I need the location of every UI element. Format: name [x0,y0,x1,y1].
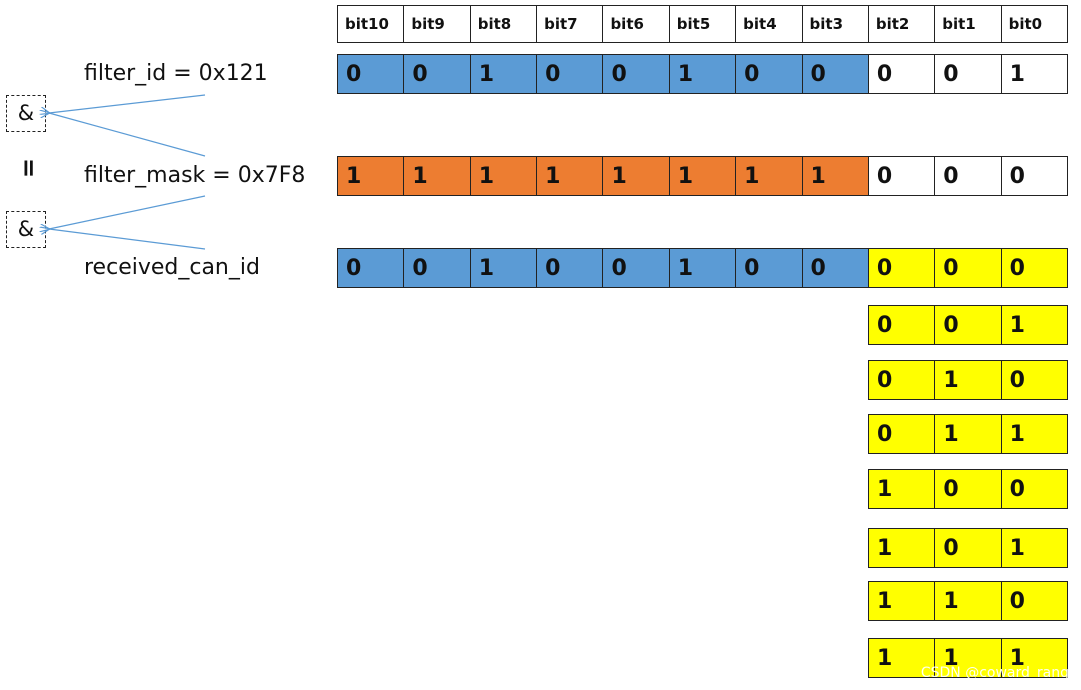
filter-mask-label: filter_mask = 0x7F8 [84,163,306,188]
arrow-received-id [49,229,206,250]
header-bit7: bit7 [536,5,604,43]
combo-bit1: 0 [934,305,1002,345]
received-bit2: 0 [867,248,936,288]
arrow-filter-mask-top [49,113,206,157]
combo-row: 1 0 0 [867,469,1069,509]
header-bit3: bit3 [801,5,869,43]
combo-bit1: 1 [934,581,1002,621]
combo-bit0: 0 [1000,581,1069,621]
received-bit0: 0 [1000,248,1069,288]
combo-bit2: 1 [867,638,936,678]
combo-bit2: 0 [867,305,936,345]
filter-id-label: filter_id = 0x121 [84,61,268,86]
filter-id-bit1: 0 [934,54,1002,94]
header-bit1: bit1 [934,5,1002,43]
combo-bit0: 0 [1000,469,1069,509]
received-bit7: 0 [536,248,604,288]
filter-mask-bit3: 1 [801,156,869,196]
filter-mask-bit4: 1 [735,156,803,196]
received-can-id-bits: 0 0 1 0 0 1 0 0 0 0 0 [336,248,1069,288]
header-bit2: bit2 [867,5,936,43]
arrow-filter-id [49,94,206,113]
combo-row: 1 1 0 [867,581,1069,621]
filter-mask-bit10: 1 [336,156,405,196]
filter-id-bit5: 1 [668,54,737,94]
filter-id-bit0: 1 [1000,54,1069,94]
combo-bit0: 1 [1000,638,1069,678]
and-operator-bottom: & [6,211,46,248]
combo-row: 1 1 1 [867,638,1069,678]
received-bit10: 0 [336,248,405,288]
received-bit1: 0 [934,248,1002,288]
filter-mask-bit7: 1 [536,156,604,196]
combo-bit2: 1 [867,528,936,568]
filter-mask-bit2: 0 [867,156,936,196]
combo-row: 0 1 0 [867,360,1069,400]
received-bit3: 0 [801,248,869,288]
received-bit9: 0 [403,248,471,288]
header-bit9: bit9 [403,5,471,43]
filter-mask-bit6: 1 [602,156,670,196]
filter-id-bit3: 0 [801,54,869,94]
filter-mask-bit1: 0 [934,156,1002,196]
filter-mask-bit8: 1 [469,156,538,196]
combo-bit1: 1 [934,638,1002,678]
filter-id-bit7: 0 [536,54,604,94]
filter-mask-bits: 1 1 1 1 1 1 1 1 0 0 0 [336,156,1069,196]
filter-id-bit8: 1 [469,54,538,94]
received-bit4: 0 [735,248,803,288]
combo-bit0: 1 [1000,528,1069,568]
combo-bit2: 1 [867,581,936,621]
filter-id-bit6: 0 [602,54,670,94]
combo-bit0: 1 [1000,305,1069,345]
combo-bit1: 0 [934,469,1002,509]
combo-bit2: 0 [867,360,936,400]
bit-header-row: bit10 bit9 bit8 bit7 bit6 bit5 bit4 bit3… [336,5,1069,43]
received-bit5: 1 [668,248,737,288]
header-bit10: bit10 [336,5,405,43]
filter-id-bit4: 0 [735,54,803,94]
filter-id-bit9: 0 [403,54,471,94]
filter-id-bits: 0 0 1 0 0 1 0 0 0 0 1 [336,54,1069,94]
filter-id-bit2: 0 [867,54,936,94]
watermark: CSDN @coward_rang [920,665,1069,681]
combo-bit1: 1 [934,360,1002,400]
received-can-id-label: received_can_id [84,255,260,280]
filter-mask-bit0: 0 [1000,156,1069,196]
header-bit0: bit0 [1000,5,1069,43]
combo-row: 1 0 1 [867,528,1069,568]
combo-bit0: 1 [1000,414,1069,454]
header-bit4: bit4 [735,5,803,43]
filter-mask-bit5: 1 [668,156,737,196]
filter-mask-bit9: 1 [403,156,471,196]
combo-row: 0 1 1 [867,414,1069,454]
received-bit8: 1 [469,248,538,288]
combo-bit1: 1 [934,414,1002,454]
arrow-filter-mask-bottom [49,195,206,229]
combo-row: 0 0 1 [867,305,1069,345]
combo-bit2: 0 [867,414,936,454]
combo-bit1: 0 [934,528,1002,568]
received-bit6: 0 [602,248,670,288]
combo-bit2: 1 [867,469,936,509]
combo-bit0: 0 [1000,360,1069,400]
filter-id-bit10: 0 [336,54,405,94]
